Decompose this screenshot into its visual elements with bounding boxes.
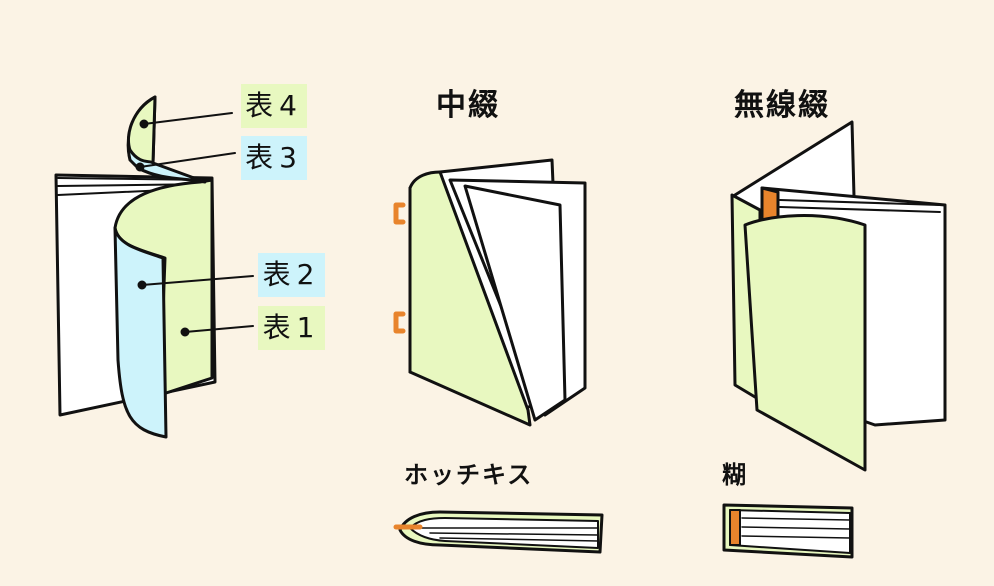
saddle-stitch-book [393,158,587,427]
stapler-label: ホッチキス [404,461,534,489]
label-cover1: 表1 [258,306,325,350]
perfect-binding-book [730,120,947,472]
stapler-cross-section [393,510,604,554]
cover-diagram-book [54,95,254,439]
label-cover4: 表4 [241,84,307,128]
glue-label: 糊 [722,461,748,489]
saddle-stitch-title: 中綴 [436,88,500,123]
label-cover2: 表2 [258,253,325,297]
perfect-binding-title: 無線綴 [734,88,830,123]
label-cover3: 表3 [241,136,307,180]
glue-cross-section [722,503,854,559]
